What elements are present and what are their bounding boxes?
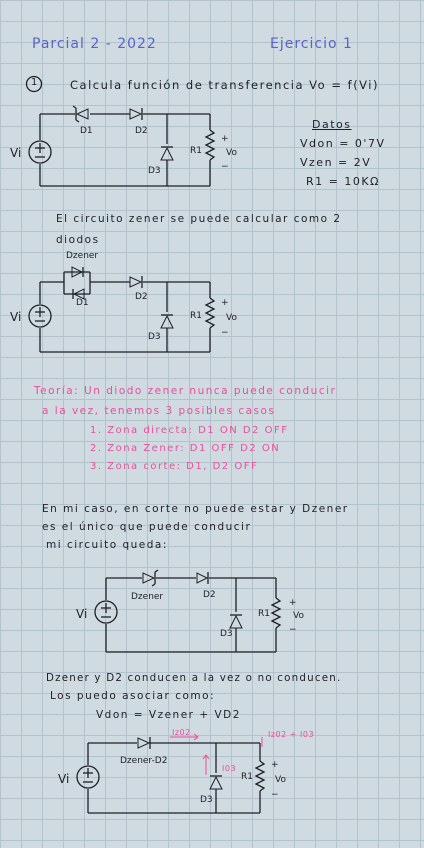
circuit2-diagram (28, 266, 216, 353)
circuit2-vo: Vo (226, 313, 237, 323)
datos-r1: R1 = 10KΩ (306, 175, 380, 188)
teoria-item-3: 3. Zona corte: D1, D2 OFF (90, 461, 259, 472)
problem-number: 1 (31, 77, 38, 88)
circuit3-vi: Vi (76, 607, 88, 621)
datos-vdon: Vdon = 0'7V (300, 137, 386, 150)
teoria-item-1: 1. Zona directa: D1 ON D2 OFF (90, 425, 289, 436)
header-title: Parcial 2 - 2022 (32, 36, 157, 52)
para3-formula: Vdon = Vzener + VD2 (96, 709, 241, 721)
circuit3-diagram (94, 569, 282, 653)
para2-line2: es el único que puede conducir (42, 521, 252, 533)
para1-line2: diodos (56, 234, 100, 246)
para1-line1: El circuito zener se puede calcular como… (56, 213, 342, 225)
datos-title: Datos (312, 118, 352, 131)
circuit1-minus: − (221, 162, 229, 172)
circuit2-dzener: Dzener (66, 251, 99, 261)
circuit4-vo: Vo (275, 775, 286, 785)
circuit1-r1: R1 (190, 146, 202, 156)
circuit1-vi: Vi (10, 146, 22, 160)
circuit1-d3: D3 (148, 166, 161, 176)
circuit3-d3: D3 (220, 629, 233, 639)
circuit2-vi: Vi (10, 310, 22, 324)
circuit2-d3: D3 (148, 332, 161, 342)
teoria-line1: Teoría: Un diodo zener nunca puede condu… (34, 385, 337, 397)
circuit1-diagram (28, 105, 216, 187)
para3-line1: Dzener y D2 conducen a la vez o no condu… (46, 672, 342, 684)
circuit2-d2: D2 (135, 292, 148, 302)
problem-number-circle-icon (25, 75, 43, 93)
datos-vzen: Vzen = 2V (300, 156, 372, 169)
circuit4-vi: Vi (58, 772, 70, 786)
para2-line3: mi circuito queda: (46, 539, 168, 551)
teoria-item-2: 2. Zona Zener: D1 OFF D2 ON (90, 443, 281, 454)
circuit3-r1: R1 (258, 609, 270, 619)
circuit4-d3: D3 (200, 795, 213, 805)
circuit4-ann-iz02: Iz02 (172, 728, 191, 737)
circuit3-d2: D2 (203, 590, 216, 600)
circuit4-plus: + (271, 760, 279, 770)
circuit3-plus: + (289, 598, 297, 608)
circuit4-minus: − (271, 790, 279, 800)
para3-line2: Los puedo asociar como: (50, 690, 216, 702)
header-exercise: Ejercicio 1 (270, 36, 353, 52)
circuit4-ann-i03: I03 (222, 764, 237, 773)
circuit4-label: Dzener-D2 (120, 756, 168, 766)
circuit2-r1: R1 (190, 311, 202, 321)
circuit4-r1: R1 (241, 772, 253, 782)
circuit2-plus: + (221, 298, 229, 308)
circuit1-plus: + (221, 134, 229, 144)
circuit3-minus: − (289, 625, 297, 635)
para2-line1: En mi caso, en corte no puede estar y Dz… (42, 503, 349, 515)
problem-statement: Calcula función de transferencia Vo = f(… (70, 78, 379, 92)
circuit1-d1: D1 (80, 126, 93, 136)
circuit4-diagram (76, 733, 266, 814)
circuit3-vo: Vo (293, 611, 304, 621)
circuit2-d1: D1 (76, 298, 89, 308)
circuit4-ann-iz02-i03: Iz02 + I03 (268, 730, 315, 739)
teoria-line2: a la vez, tenemos 3 posibles casos (42, 405, 276, 417)
circuit3-dzener: Dzener (131, 592, 164, 602)
circuit2-minus: − (221, 328, 229, 338)
circuit1-d2: D2 (135, 126, 148, 136)
circuit1-vo: Vo (226, 148, 237, 158)
